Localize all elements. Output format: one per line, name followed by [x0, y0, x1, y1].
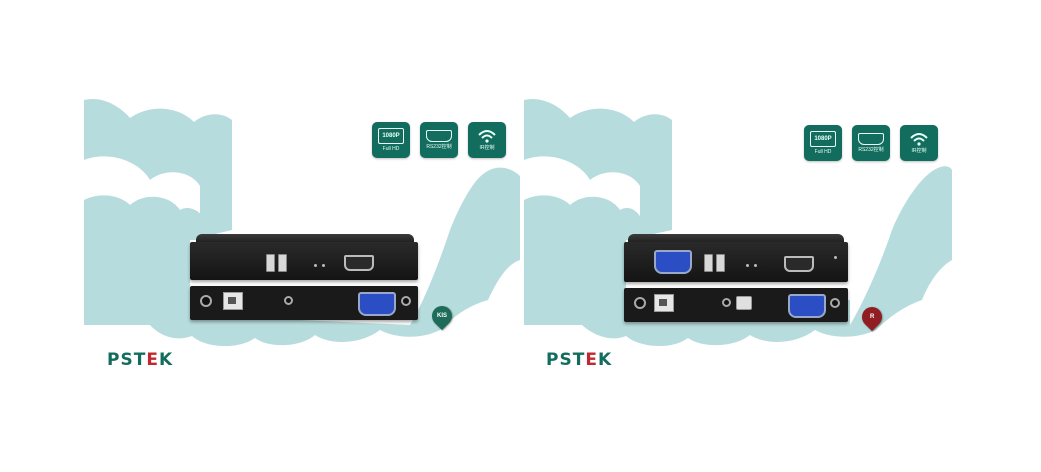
badge-1080p: 1080P Full HD	[804, 125, 842, 161]
transmitter-panel: 1080P Full HD RS232控制 IR控制 KIS	[0, 0, 520, 472]
rs232-port-icon	[426, 130, 452, 142]
brand-logo: PSTEK	[107, 350, 174, 370]
badge-ir: IR控制	[468, 122, 506, 158]
monitor-1080p-icon: 1080P	[810, 131, 836, 147]
vga-port	[788, 294, 826, 318]
receiver-unit-rear	[624, 288, 848, 322]
wifi-ir-icon	[478, 130, 496, 143]
receiver-panel: 1080P Full HD RS232控制 IR控制	[520, 0, 1041, 472]
transmitter-unit-front	[190, 242, 418, 280]
monitor-1080p-icon: 1080P	[378, 128, 404, 144]
badge-rs232: RS232控制	[420, 122, 458, 158]
usb-b-port	[736, 296, 752, 310]
badge-1080p: 1080P Full HD	[372, 122, 410, 158]
device-top-lid	[628, 234, 844, 242]
transmitter-unit-rear	[190, 286, 418, 320]
rj45-port	[654, 294, 674, 312]
indicator-led	[314, 264, 317, 267]
feature-badges: 1080P Full HD RS232控制 IR控制	[372, 122, 506, 158]
receiver-unit-front	[624, 242, 848, 282]
vga-port	[654, 250, 692, 274]
rs232-serial-port	[344, 255, 374, 271]
dc-power-jack	[634, 297, 646, 309]
indicator-led	[322, 264, 325, 267]
wifi-ir-icon	[910, 133, 928, 146]
indicator-led	[754, 264, 757, 267]
usb-port	[278, 254, 287, 272]
cloud-background	[84, 98, 520, 347]
dc-power-jack	[200, 295, 212, 307]
rs232-serial-port	[784, 256, 814, 272]
device-top-lid	[196, 234, 414, 242]
audio-jack	[722, 298, 731, 307]
vga-port	[358, 292, 396, 316]
indicator-led	[746, 264, 749, 267]
audio-jack	[284, 296, 293, 305]
cloud-background	[524, 98, 952, 347]
badge-ir: IR控制	[900, 125, 938, 161]
usb-port	[266, 254, 275, 272]
usb-port	[704, 254, 713, 272]
feature-badges: 1080P Full HD RS232控制 IR控制	[804, 125, 938, 161]
audio-out-jack	[401, 296, 411, 306]
rs232-port-icon	[858, 133, 884, 145]
usb-port	[716, 254, 725, 272]
audio-out-jack	[830, 298, 840, 308]
brand-logo: PSTEK	[546, 350, 613, 370]
badge-rs232: RS232控制	[852, 125, 890, 161]
rj45-port	[223, 292, 243, 310]
ir-sensor	[834, 256, 837, 259]
